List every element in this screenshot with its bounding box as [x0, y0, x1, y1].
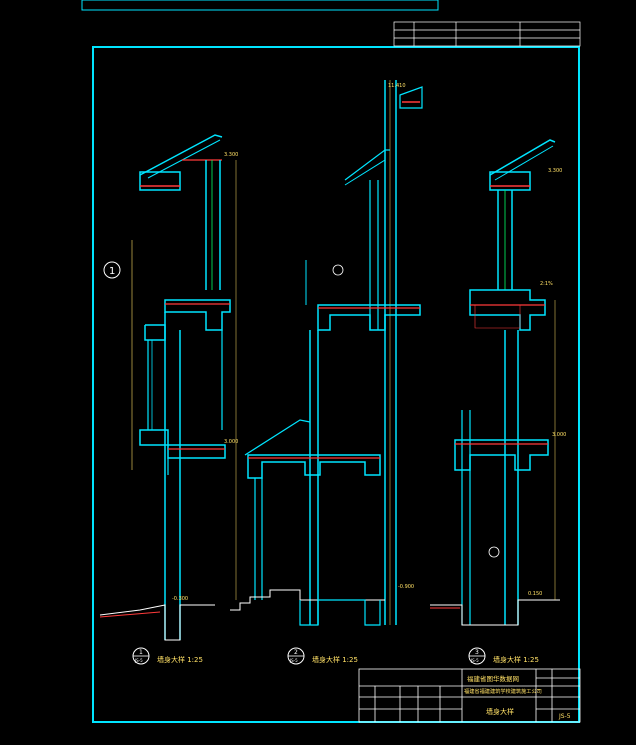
section-mark-3-icon — [488, 546, 500, 558]
title-block — [358, 668, 581, 723]
floor-level-1: 3.000 — [224, 439, 238, 445]
wall-detail-1: 3.300 3.000 -0.300 1 — [99, 134, 238, 641]
detail-3-caption: 墙身大样 1:25 — [493, 655, 539, 664]
ground-level-2: -0.900 — [398, 584, 414, 590]
detail-1-number: 1 — [139, 649, 143, 656]
detail-symbol-2: 2 JS-5 — [287, 647, 305, 665]
eave-level-1: 3.300 — [224, 152, 238, 158]
revision-table — [393, 21, 581, 47]
drawing-name: 墙身大样 — [486, 707, 514, 716]
floor-level-3: 3.000 — [552, 432, 566, 438]
detail-3-sheet: JS-5 — [470, 658, 479, 663]
sheet-number: JS-5 — [558, 713, 571, 720]
eave-level-3: 3.300 — [548, 168, 562, 174]
callout-1-label: 1 — [109, 266, 115, 277]
detail-2-number: 2 — [294, 649, 298, 656]
wall-detail-2: 11.410 -0.900 — [230, 80, 423, 626]
callout-1-icon — [103, 261, 121, 279]
drawing-frame — [92, 46, 580, 723]
roof-top-level: 11.410 — [388, 83, 406, 89]
ground-level-1: -0.300 — [172, 596, 188, 602]
section-mark-2-icon — [332, 264, 344, 276]
wall-detail-3: 3.300 2:1% 3.000 0.150 — [430, 139, 566, 626]
detail-3-number: 3 — [475, 649, 479, 656]
project-name: 福建省福建建筑学校建筑施工公司 — [464, 687, 542, 695]
detail-symbol-3: 3 JS-5 — [468, 647, 486, 665]
detail-1-sheet: JS-5 — [134, 658, 143, 663]
company-top: 福建省图华数据网 — [467, 674, 519, 683]
detail-symbol-1: 1 JS-5 — [132, 647, 150, 665]
detail-2-caption: 墙身大样 1:25 — [312, 655, 358, 664]
ground-level-3: 0.150 — [528, 591, 542, 597]
top-strip — [81, 0, 439, 11]
grade-note: 2:1% — [540, 281, 553, 287]
detail-2-sheet: JS-5 — [289, 658, 298, 663]
detail-1-caption: 墙身大样 1:25 — [157, 655, 203, 664]
